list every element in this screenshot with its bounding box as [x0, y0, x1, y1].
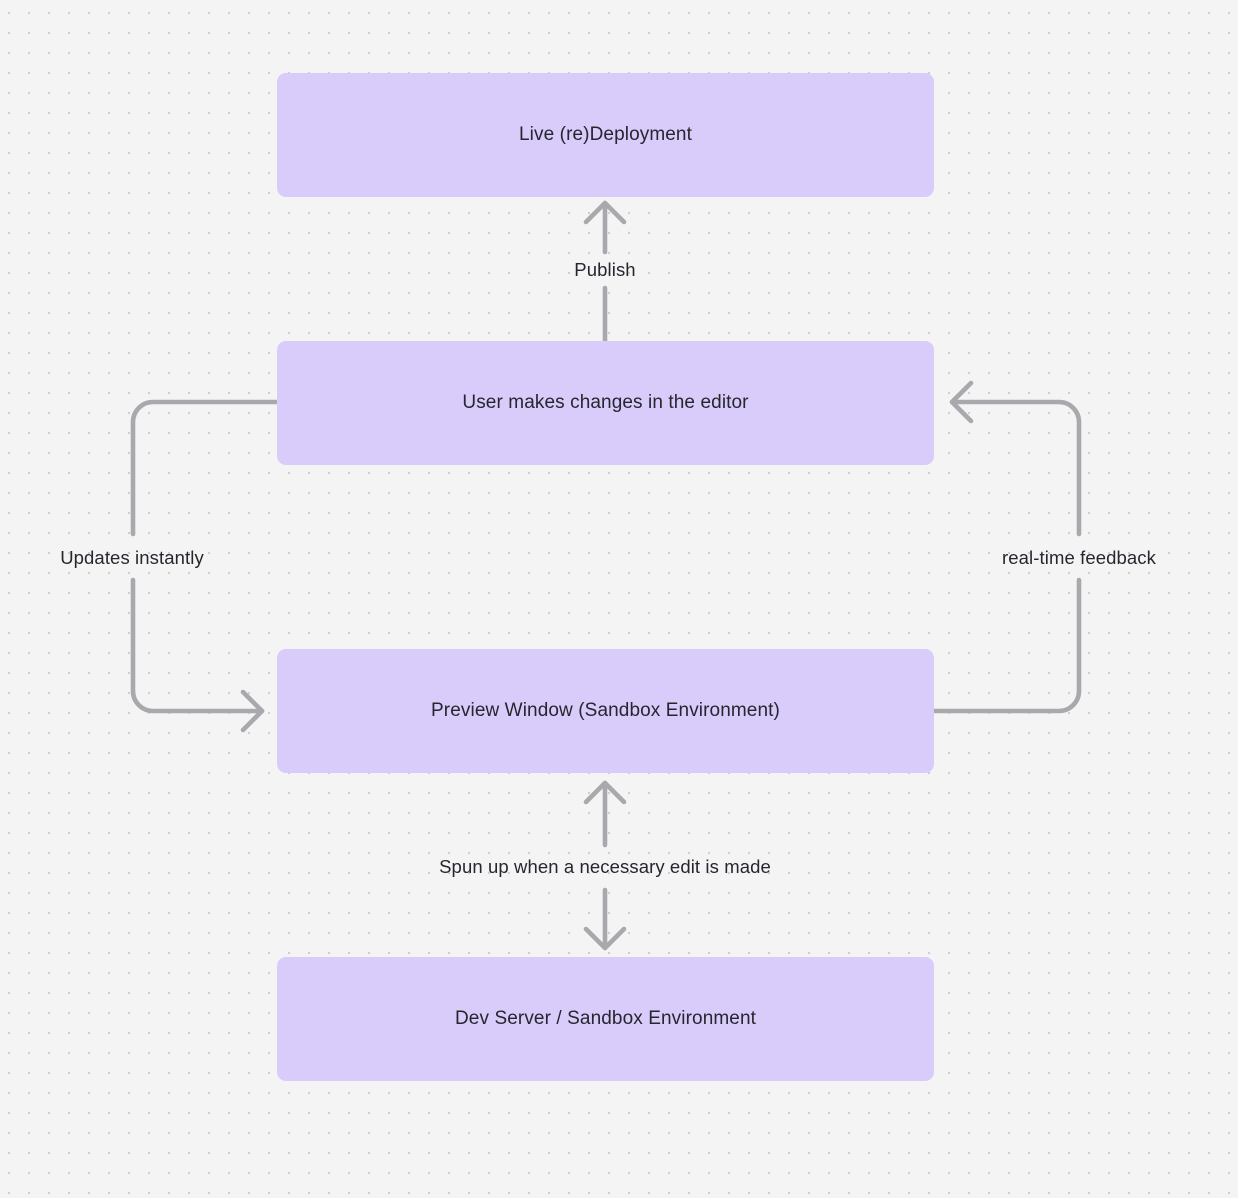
edge-spunup-lower-arrowhead: [583, 926, 627, 951]
edge-feedback-lower-segment: [931, 577, 1082, 714]
edge-label-publish: Publish: [574, 258, 636, 280]
edge-label-real-time-feedback: real-time feedback: [1002, 546, 1156, 568]
edge-spunup-upper-arrowhead: [583, 780, 627, 805]
edge-feedback-upper-segment: [949, 399, 1082, 537]
edge-publish-arrowhead: [583, 200, 627, 225]
edge-updates-arrowhead: [240, 689, 265, 733]
node-user-edits-label: User makes changes in the editor: [462, 392, 749, 414]
edge-updates-upper-segment: [130, 399, 280, 537]
node-live-deployment[interactable]: Live (re)Deployment: [277, 73, 934, 197]
node-preview-window-label: Preview Window (Sandbox Environment): [431, 700, 780, 722]
edge-label-spun-up: Spun up when a necessary edit is made: [439, 855, 771, 877]
edge-updates-lower-segment: [130, 577, 265, 714]
edge-label-updates-instantly: Updates instantly: [60, 546, 204, 568]
node-preview-window[interactable]: Preview Window (Sandbox Environment): [277, 649, 934, 773]
edge-feedback-arrowhead: [949, 380, 974, 424]
node-dev-server[interactable]: Dev Server / Sandbox Environment: [277, 957, 934, 1081]
node-user-edits[interactable]: User makes changes in the editor: [277, 341, 934, 465]
node-live-deployment-label: Live (re)Deployment: [519, 124, 692, 146]
node-dev-server-label: Dev Server / Sandbox Environment: [454, 1008, 756, 1030]
